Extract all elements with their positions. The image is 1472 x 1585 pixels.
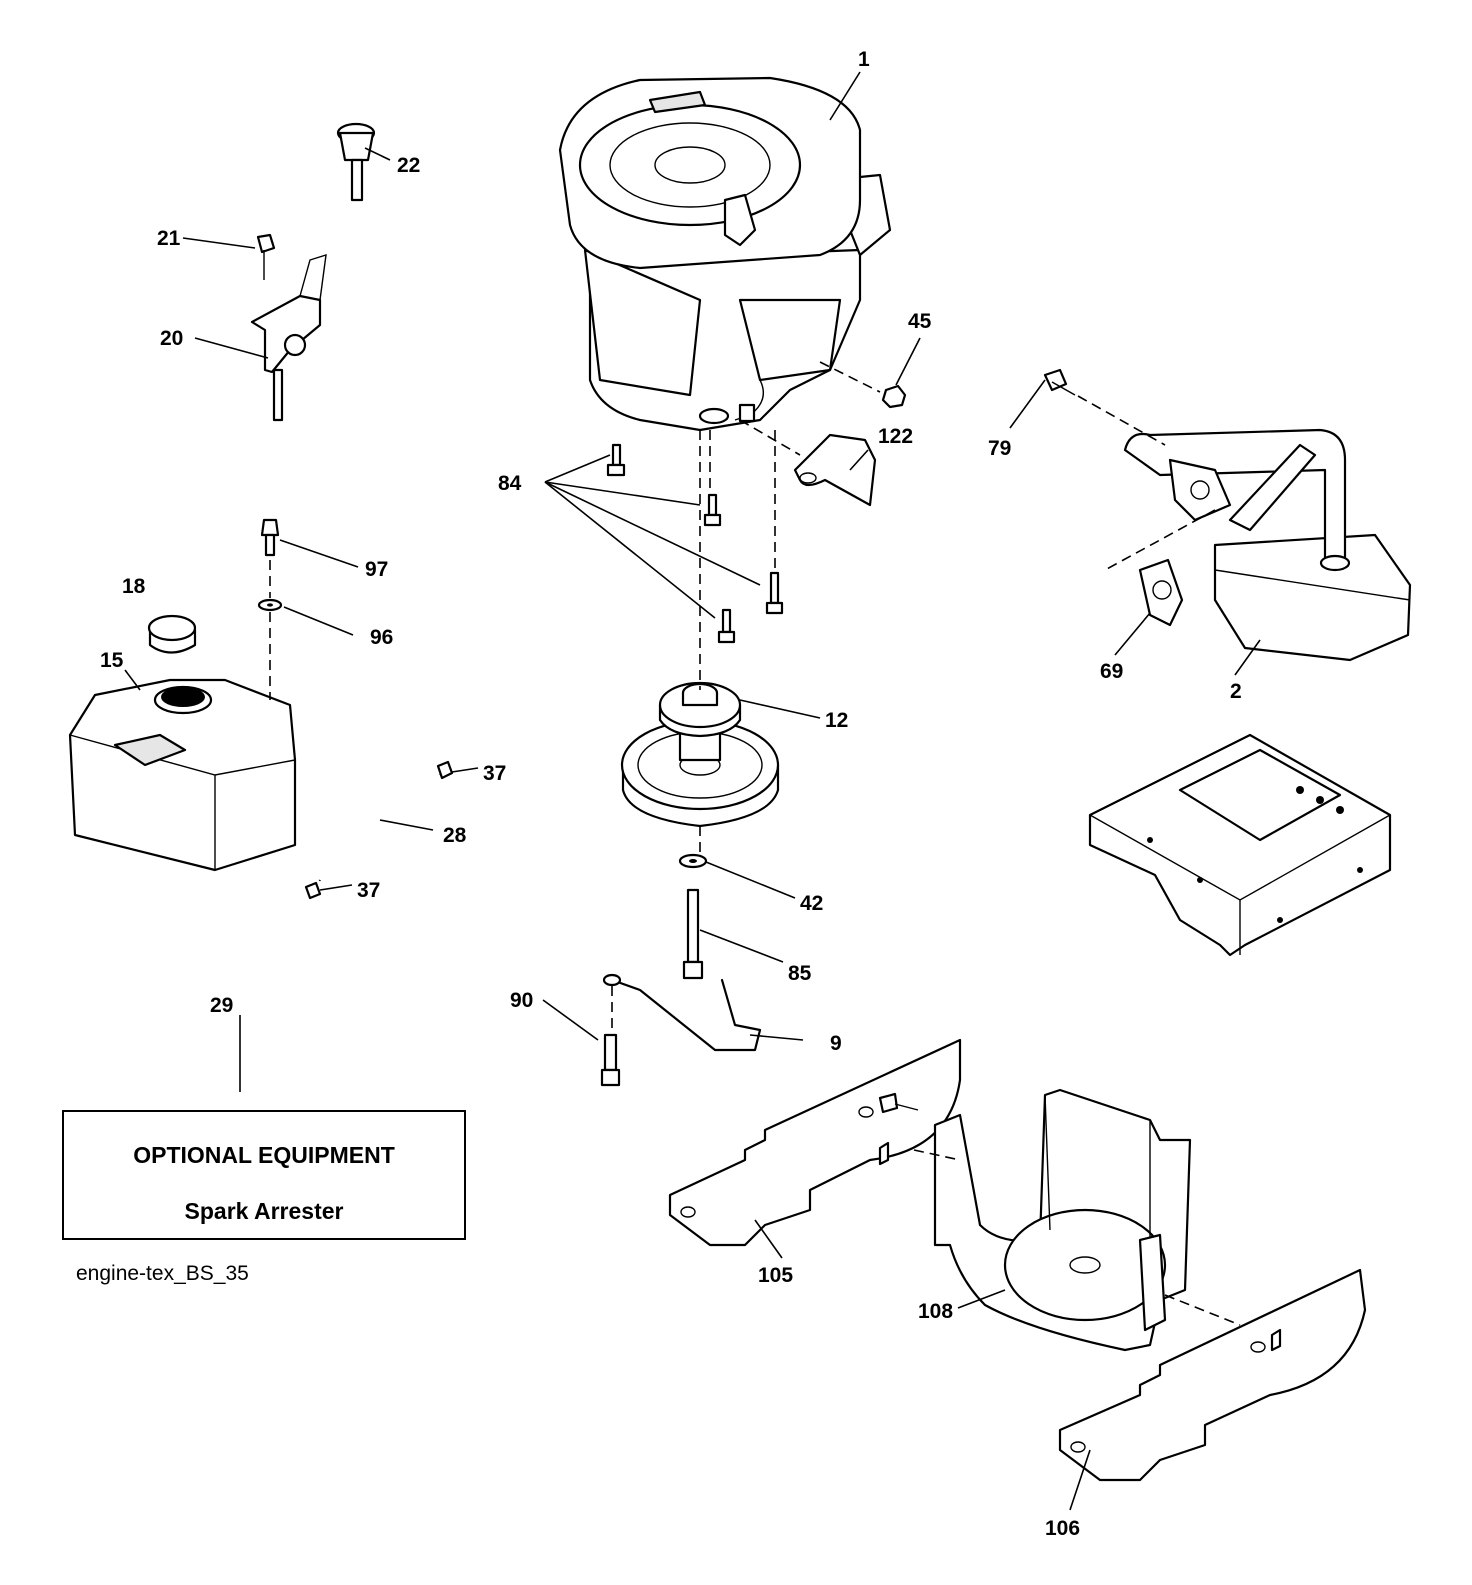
callout-108: 108 — [918, 1300, 953, 1323]
optional-equipment-title: OPTIONAL EQUIPMENT — [133, 1142, 395, 1168]
callout-84: 84 — [498, 472, 522, 495]
tank-bolt — [260, 518, 280, 557]
tank-washer — [257, 598, 283, 612]
callout-28: 28 — [443, 824, 467, 847]
engine — [558, 76, 892, 432]
assembly-lines — [269, 361, 1241, 1326]
callout-21: 21 — [157, 227, 181, 250]
callout-97: 97 — [365, 558, 388, 581]
callout-105: 105 — [758, 1264, 793, 1287]
belt-guide-bolt — [600, 1033, 621, 1087]
throttle-knob — [336, 122, 376, 202]
engine-mount-bolts — [606, 443, 784, 644]
fuel-line — [318, 773, 442, 882]
throttle-bracket — [250, 254, 327, 422]
bracket-screw — [256, 233, 276, 280]
callout-90: 90 — [510, 989, 533, 1012]
hose-clamp-upper — [436, 760, 454, 780]
callout-15: 15 — [100, 649, 124, 672]
callout-22: 22 — [397, 154, 420, 177]
callout-29: 29 — [210, 994, 233, 1017]
left-support-bracket — [668, 1038, 962, 1247]
callout-18: 18 — [122, 575, 146, 598]
callout-20: 20 — [160, 327, 183, 350]
callout-1: 1 — [858, 48, 870, 71]
pulley-bolt — [682, 888, 704, 980]
leader-lines — [124, 71, 1261, 1511]
hose-clamp-lower — [304, 881, 322, 900]
callout-106: 106 — [1045, 1517, 1080, 1540]
engine-pulley — [620, 681, 780, 828]
drawing-reference: engine-tex_BS_35 — [76, 1262, 249, 1285]
belt-guide — [602, 973, 762, 1052]
callout-42: 42 — [800, 892, 823, 915]
heat-shield — [793, 433, 877, 507]
fuel-tank — [68, 678, 297, 872]
right-support-bracket — [1058, 1268, 1367, 1482]
callout-69: 69 — [1100, 660, 1123, 683]
callout-9: 9 — [830, 1032, 842, 1055]
callout-37-upper: 37 — [483, 762, 506, 785]
callout-labels: 1 2 9 12 15 18 20 21 22 28 29 37 37 42 4… — [100, 48, 1242, 1540]
muffler — [1123, 428, 1412, 662]
callout-96: 96 — [370, 626, 393, 649]
callout-12: 12 — [825, 709, 848, 732]
callout-45: 45 — [908, 310, 932, 333]
engine-mount-plate — [1088, 733, 1392, 957]
callout-122: 122 — [878, 425, 913, 448]
nut — [881, 384, 907, 409]
spark-arrester-label: Spark Arrester — [184, 1198, 344, 1224]
muffler-gasket — [1138, 558, 1184, 627]
callout-85: 85 — [788, 962, 812, 985]
engine-shroud — [878, 1088, 1192, 1352]
muffler-bolt — [1043, 368, 1076, 396]
callout-79: 79 — [988, 437, 1011, 460]
optional-equipment-box: OPTIONAL EQUIPMENT Spark Arrester — [62, 1110, 466, 1240]
callout-2: 2 — [1230, 680, 1242, 703]
fuel-cap — [147, 614, 197, 654]
callout-37-lower: 37 — [357, 879, 380, 902]
washer — [678, 853, 708, 869]
